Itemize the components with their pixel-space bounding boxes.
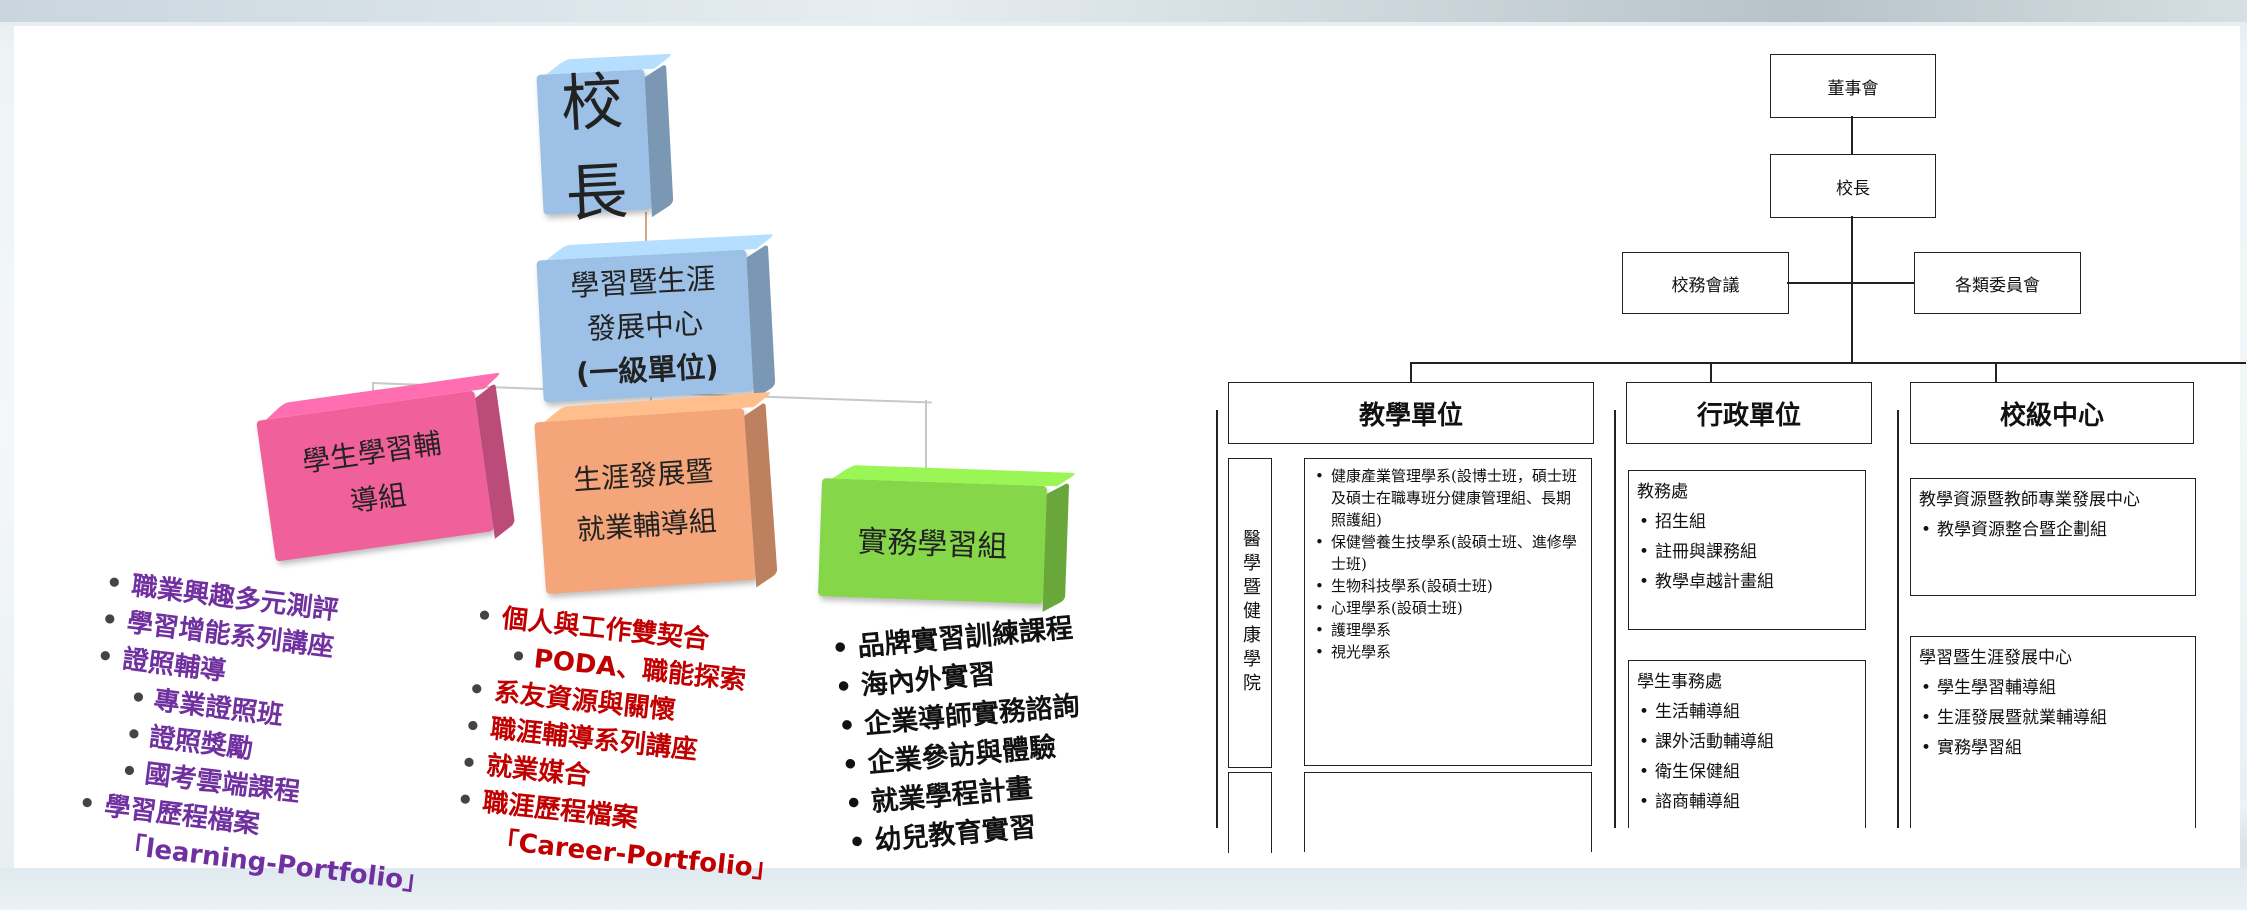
career-center-item: 生涯發展暨就業輔導組	[1919, 703, 2187, 733]
board-label: 董事會	[1827, 78, 1879, 99]
principal-box: 校長	[536, 64, 652, 231]
student-affairs-item: 課外活動輔導組	[1637, 727, 1857, 757]
center-label-line3: (一級單位)	[575, 349, 720, 391]
department-item: 護理學系	[1313, 619, 1583, 641]
career-development-group-box: 生涯發展暨 就業輔導組	[534, 407, 756, 595]
student-affairs-item: 生活輔導組	[1637, 697, 1857, 727]
department-item: 健康產業管理學系(設博士班，碩士班及碩士在職專班分健康管理組、長期照護組)	[1313, 465, 1583, 531]
college-box-next	[1228, 772, 1272, 853]
group2-label-line2: 就業輔導組	[575, 504, 718, 547]
section-label: 行政單位	[1696, 400, 1801, 431]
connector-group3	[925, 400, 927, 480]
teaching-center-item: 教學資源整合暨企劃組	[1919, 515, 2187, 545]
group3-label: 實務學習組	[856, 524, 1008, 565]
section-label: 教學單位	[1358, 400, 1463, 431]
student-learning-list: 職業興趣多元測評 學習增能系列講座 證照輔導 專業證照班 證照獎勵 國考雲端課程…	[72, 565, 525, 910]
department-item: 生物科技學系(設碩士班)	[1313, 575, 1583, 597]
board-box: 董事會	[1770, 54, 1936, 118]
student-affairs-item: 諮商輔導組	[1637, 787, 1857, 817]
connector-principal-center	[645, 212, 647, 260]
departments-box: 健康產業管理學系(設博士班，碩士班及碩士在職專班分健康管理組、長期照護組) 保健…	[1304, 458, 1592, 766]
background-top-strip	[0, 0, 2247, 22]
committees-label: 各類委員會	[1955, 275, 2040, 296]
committees-box: 各類委員會	[1914, 252, 2081, 314]
learning-career-center-box: 學習暨生涯 發展中心 (一級單位)	[536, 249, 754, 403]
connector-sections-horizontal	[1410, 362, 2246, 364]
departments-box-next	[1304, 772, 1592, 852]
center-label-line1: 學習暨生涯	[569, 261, 716, 303]
bracket-admin	[1614, 410, 1616, 828]
connector-council	[1787, 282, 1914, 284]
connector-board-principal	[1851, 116, 1853, 154]
section-label: 校級中心	[1999, 400, 2104, 431]
department-item: 心理學系(設碩士班)	[1313, 597, 1583, 619]
department-item: 視光學系	[1313, 641, 1583, 663]
student-learning-group-box: 學生學習輔 導組	[256, 390, 494, 562]
academic-affairs-box: 教務處 招生組 註冊與課務組 教學卓越計畫組	[1628, 470, 1866, 630]
practical-learning-list: 品牌實習訓練課程 海內外實習 企業導師實務諮詢 企業參訪與體驗 就業學程計畫 幼…	[830, 600, 1189, 863]
bracket-teaching	[1216, 410, 1218, 828]
teaching-center-title: 教學資源暨教師專業發展中心	[1919, 490, 2140, 510]
section-teaching-units: 教學單位	[1228, 382, 1594, 444]
teaching-resource-center-box: 教學資源暨教師專業發展中心 教學資源整合暨企劃組	[1910, 478, 2196, 596]
group1-label-line2: 導組	[348, 478, 409, 519]
student-affairs-item: 衛生保健組	[1637, 757, 1857, 787]
academic-affairs-title: 教務處	[1637, 482, 1688, 502]
college-box: 醫學暨健康學院	[1228, 458, 1272, 768]
student-affairs-box: 學生事務處 生活輔導組 課外活動輔導組 衛生保健組 諮商輔導組	[1628, 660, 1866, 828]
academic-affairs-item: 招生組	[1637, 507, 1857, 537]
center-label-line2: 發展中心	[586, 305, 704, 347]
connector-principal-down	[1851, 216, 1853, 364]
principal-label: 校長	[559, 64, 630, 231]
principal-label-right: 校長	[1836, 178, 1870, 199]
practical-learning-group-box: 實務學習組	[818, 478, 1047, 604]
career-development-list: 個人與工作雙契合 PODA、職能探索 系友資源與關懷 職涯輔導系列講座 就業媒合…	[451, 598, 896, 899]
academic-affairs-item: 教學卓越計畫組	[1637, 567, 1857, 597]
connector-centers	[1995, 362, 1997, 382]
career-center-item: 實務學習組	[1919, 733, 2187, 763]
section-admin-units: 行政單位	[1626, 382, 1872, 444]
bracket-centers	[1897, 410, 1899, 828]
career-center-item: 學生學習輔導組	[1919, 673, 2187, 703]
council-box: 校務會議	[1622, 252, 1789, 314]
department-item: 保健營養生技學系(設碩士班、進修學士班)	[1313, 531, 1583, 575]
career-center-box: 學習暨生涯發展中心 學生學習輔導組 生涯發展暨就業輔導組 實務學習組	[1910, 636, 2196, 828]
student-affairs-title: 學生事務處	[1637, 672, 1722, 692]
principal-box-right: 校長	[1770, 154, 1936, 218]
connector-teaching	[1410, 362, 1412, 382]
section-school-centers: 校級中心	[1910, 382, 2194, 444]
council-label: 校務會議	[1671, 275, 1740, 296]
career-center-title: 學習暨生涯發展中心	[1919, 648, 2072, 668]
college-label: 醫學暨健康學院	[1240, 529, 1261, 697]
connector-admin	[1710, 362, 1712, 382]
academic-affairs-item: 註冊與課務組	[1637, 537, 1857, 567]
